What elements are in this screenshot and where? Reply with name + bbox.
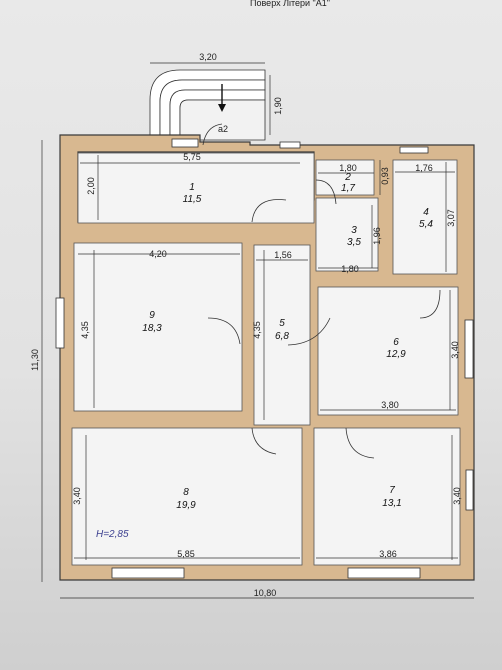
dimension-lines [41, 62, 474, 599]
room-3 [315, 197, 379, 272]
porch-steps [149, 69, 266, 141]
svg-text:3,07: 3,07 [446, 209, 456, 227]
svg-text:3,40: 3,40 [452, 487, 462, 505]
room-6-number: 6 [393, 337, 399, 348]
dimension-labels: 3,20 1,90 5,75 2,00 1,80 0,93 1,96 1,80 … [30, 52, 462, 598]
room-9-area: 18,3 [142, 323, 162, 334]
svg-text:4,20: 4,20 [149, 249, 167, 259]
room-1-number: 1 [189, 182, 195, 193]
windows [55, 138, 474, 579]
room-1-area: 11,5 [183, 194, 202, 205]
plan-header: Поверх Літери "А1" [250, 0, 330, 8]
ceiling-height-note: H=2,85 [96, 529, 129, 540]
svg-text:4,35: 4,35 [252, 321, 262, 339]
svg-text:5,85: 5,85 [177, 549, 195, 559]
room-5-area: 6,8 [275, 331, 289, 342]
svg-text:3,86: 3,86 [379, 549, 397, 559]
room-7 [313, 427, 461, 566]
svg-text:1,80: 1,80 [339, 163, 357, 173]
svg-text:4,35: 4,35 [80, 321, 90, 339]
svg-text:3,20: 3,20 [199, 52, 217, 62]
svg-text:3,80: 3,80 [381, 400, 399, 410]
room-4-area: 5,4 [419, 219, 433, 230]
svg-text:0,93: 0,93 [380, 167, 390, 185]
svg-text:1,90: 1,90 [273, 97, 283, 115]
room-7-area: 13,1 [382, 498, 401, 509]
room-6-area: 12,9 [386, 349, 406, 360]
room-4-number: 4 [423, 207, 429, 218]
room-labels: 1 11,5 2 1,7 3 3,5 4 5,4 5 6,8 6 12,9 7 … [142, 172, 433, 511]
room-8 [71, 427, 303, 566]
entrance-label: а2 [218, 124, 228, 134]
svg-text:5,75: 5,75 [183, 152, 201, 162]
room-2-number: 2 [344, 172, 351, 183]
doors [202, 123, 441, 459]
room-8-area: 19,9 [176, 500, 196, 511]
room-6 [317, 286, 459, 416]
room-3-area: 3,5 [347, 237, 361, 248]
room-2 [315, 159, 375, 196]
room-3-number: 3 [351, 225, 357, 236]
room-8-number: 8 [183, 487, 189, 498]
room-5-number: 5 [279, 318, 285, 329]
room-2-area: 1,7 [341, 183, 355, 194]
room-5 [253, 244, 311, 426]
room-9 [73, 242, 243, 412]
room-7-number: 7 [389, 485, 395, 496]
svg-text:2,00: 2,00 [86, 177, 96, 195]
svg-text:1,56: 1,56 [274, 250, 292, 260]
room-1 [77, 152, 315, 224]
svg-text:3,40: 3,40 [72, 487, 82, 505]
svg-text:1,80: 1,80 [341, 264, 359, 274]
svg-text:10,80: 10,80 [254, 588, 277, 598]
room-9-number: 9 [149, 310, 155, 321]
svg-text:1,76: 1,76 [415, 163, 433, 173]
svg-text:3,40: 3,40 [450, 341, 460, 359]
svg-text:11,30: 11,30 [30, 349, 40, 371]
svg-text:1,96: 1,96 [372, 227, 382, 245]
